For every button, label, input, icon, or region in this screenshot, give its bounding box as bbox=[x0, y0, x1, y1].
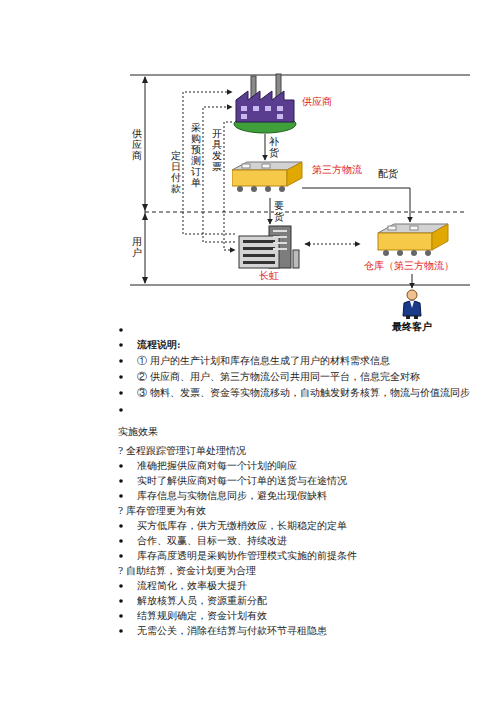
bottom-rule bbox=[130, 285, 470, 286]
bullets bbox=[119, 328, 123, 633]
warehouse-icon bbox=[360, 222, 470, 260]
node-label: 第三方物流 bbox=[312, 164, 362, 176]
edge-label: 补货 bbox=[269, 136, 279, 158]
flow-connector bbox=[270, 198, 271, 224]
span-arrow bbox=[142, 76, 148, 83]
customer-icon bbox=[385, 288, 440, 320]
note-line: ③ 物料、发票、资金等实物流移动，自动触发财务核算，物流与价值流同步 bbox=[137, 387, 470, 399]
edge-label: 配货 bbox=[378, 168, 398, 180]
effect-line: 实时了解供应商对每一个订单的送货与在途情况 bbox=[137, 475, 347, 487]
edge-label: 采购预测、订单 bbox=[191, 122, 201, 188]
building-icon bbox=[235, 224, 301, 270]
flow-connector bbox=[412, 274, 413, 288]
logistics-icon bbox=[232, 160, 304, 196]
effect-line: 解放核算人员，资源重新分配 bbox=[137, 595, 267, 607]
divider-dashed bbox=[145, 212, 465, 213]
span-arrow bbox=[142, 204, 148, 211]
effect-heading: ? 库存管理更为有效 bbox=[118, 505, 206, 517]
node-label: 供应商 bbox=[302, 96, 332, 108]
effect-line: 准确把握供应商对每一个计划的响应 bbox=[137, 460, 297, 472]
logistics-node: 第三方物流 bbox=[232, 160, 372, 198]
customer-node: 最终客户 bbox=[385, 288, 440, 334]
section-heading: 流程说明: bbox=[137, 339, 181, 351]
span-arrow bbox=[142, 213, 148, 220]
region-label: 供应商 bbox=[132, 128, 142, 161]
effect-line: 流程简化，效率极大提升 bbox=[137, 580, 247, 592]
edge-label: 开具发票 bbox=[212, 128, 222, 172]
region-label: 用户 bbox=[132, 236, 142, 258]
edge-label: 定日付款 bbox=[171, 150, 181, 194]
flow-connector bbox=[302, 188, 410, 222]
node-label: 长虹 bbox=[259, 270, 279, 282]
node-label: 最终客户 bbox=[392, 321, 432, 333]
effect-line: 结算规则确定，资金计划有效 bbox=[137, 610, 267, 622]
company-node: 长虹 bbox=[235, 224, 305, 284]
effect-heading: ? 全程跟踪管理订单处理情况 bbox=[118, 445, 246, 457]
span-arrow bbox=[142, 277, 148, 284]
effect-line: 库存信息与实物信息同步，避免出现假缺料 bbox=[137, 490, 327, 502]
warehouse-node: 仓库（第三方物流） bbox=[360, 222, 470, 274]
span-line bbox=[145, 77, 146, 283]
flow-connector bbox=[203, 107, 235, 242]
flow-connector bbox=[265, 134, 266, 160]
section-heading: 实施效果 bbox=[118, 426, 158, 438]
effect-line: 合作、双赢、目标一致、持续改进 bbox=[137, 535, 287, 547]
effect-line: 库存高度透明是采购协作管理模式实施的前提条件 bbox=[137, 550, 357, 562]
node-label: 仓库（第三方物流） bbox=[364, 260, 454, 272]
factory-icon bbox=[232, 72, 298, 134]
supplier-node: 供应商 bbox=[232, 72, 352, 134]
effect-line: 买方低库存，供方无缴梢效应，长期稳定的定单 bbox=[137, 520, 347, 532]
top-rule bbox=[130, 75, 470, 76]
note-line: ① 用户的生产计划和库存信息生成了用户的材料需求信息 bbox=[137, 355, 390, 367]
flow-connector bbox=[183, 92, 235, 234]
effect-line: 无需公关，消除在结算与付款环节寻租隐患 bbox=[137, 625, 327, 637]
note-line: ② 供应商、用户、第三方物流公司共用同一平台，信息完全对称 bbox=[137, 371, 420, 383]
flow-connector bbox=[305, 244, 360, 245]
edge-label: 要货 bbox=[274, 200, 284, 222]
effect-heading: ? 自助结算，资金计划更为合理 bbox=[118, 565, 256, 577]
